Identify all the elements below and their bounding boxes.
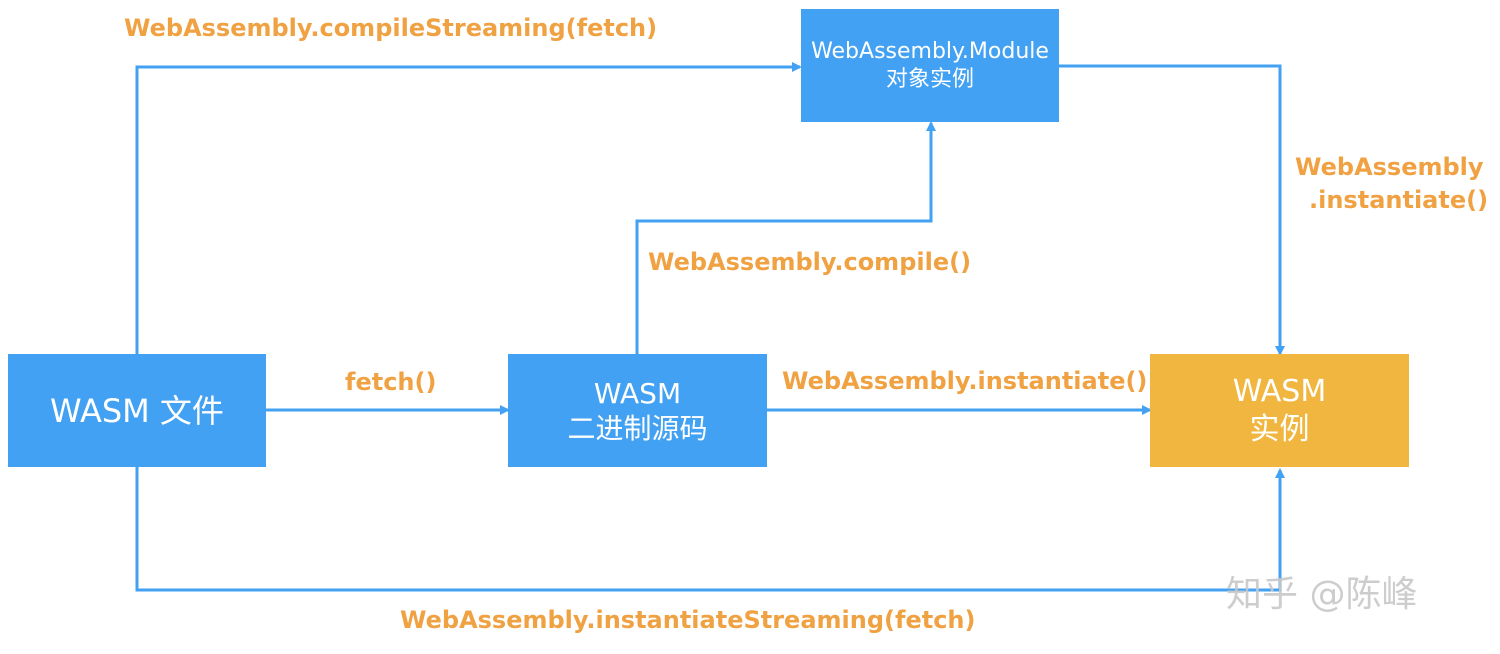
node-wasm-file: WASM 文件 [8,354,266,467]
watermark: 知乎 @陈峰 [1226,574,1418,615]
node-module-object: WebAssembly.Module 对象实例 [801,9,1059,122]
label-instantiate-module-line1: WebAssembly [1295,153,1484,181]
node-module-object-line2: 对象实例 [885,66,974,92]
node-wasm-instance-line2: 实例 [1249,411,1310,447]
edge-compile-streaming [135,62,802,354]
node-wasm-binary: WASM 二进制源码 [508,354,767,467]
label-instantiate-module-line2: .instantiate() [1309,186,1489,214]
label-compile: WebAssembly.compile() [648,248,972,276]
edge-instantiate-streaming [135,467,1285,592]
label-instantiate-streaming: WebAssembly.instantiateStreaming(fetch) [400,606,976,634]
node-wasm-file-label: WASM 文件 [50,391,224,430]
node-wasm-binary-line1: WASM [593,376,682,410]
node-wasm-instance-line1: WASM [1232,374,1327,409]
edge-compile [635,121,936,354]
node-wasm-binary-line2: 二进制源码 [567,411,708,445]
label-compile-streaming: WebAssembly.compileStreaming(fetch) [124,14,658,42]
label-fetch: fetch() [345,368,437,396]
node-wasm-instance: WASM 实例 [1150,354,1409,467]
edge-instantiate-module [1059,64,1285,356]
label-instantiate-binary: WebAssembly.instantiate() [782,367,1148,395]
node-module-object-line1: WebAssembly.Module [811,39,1049,64]
